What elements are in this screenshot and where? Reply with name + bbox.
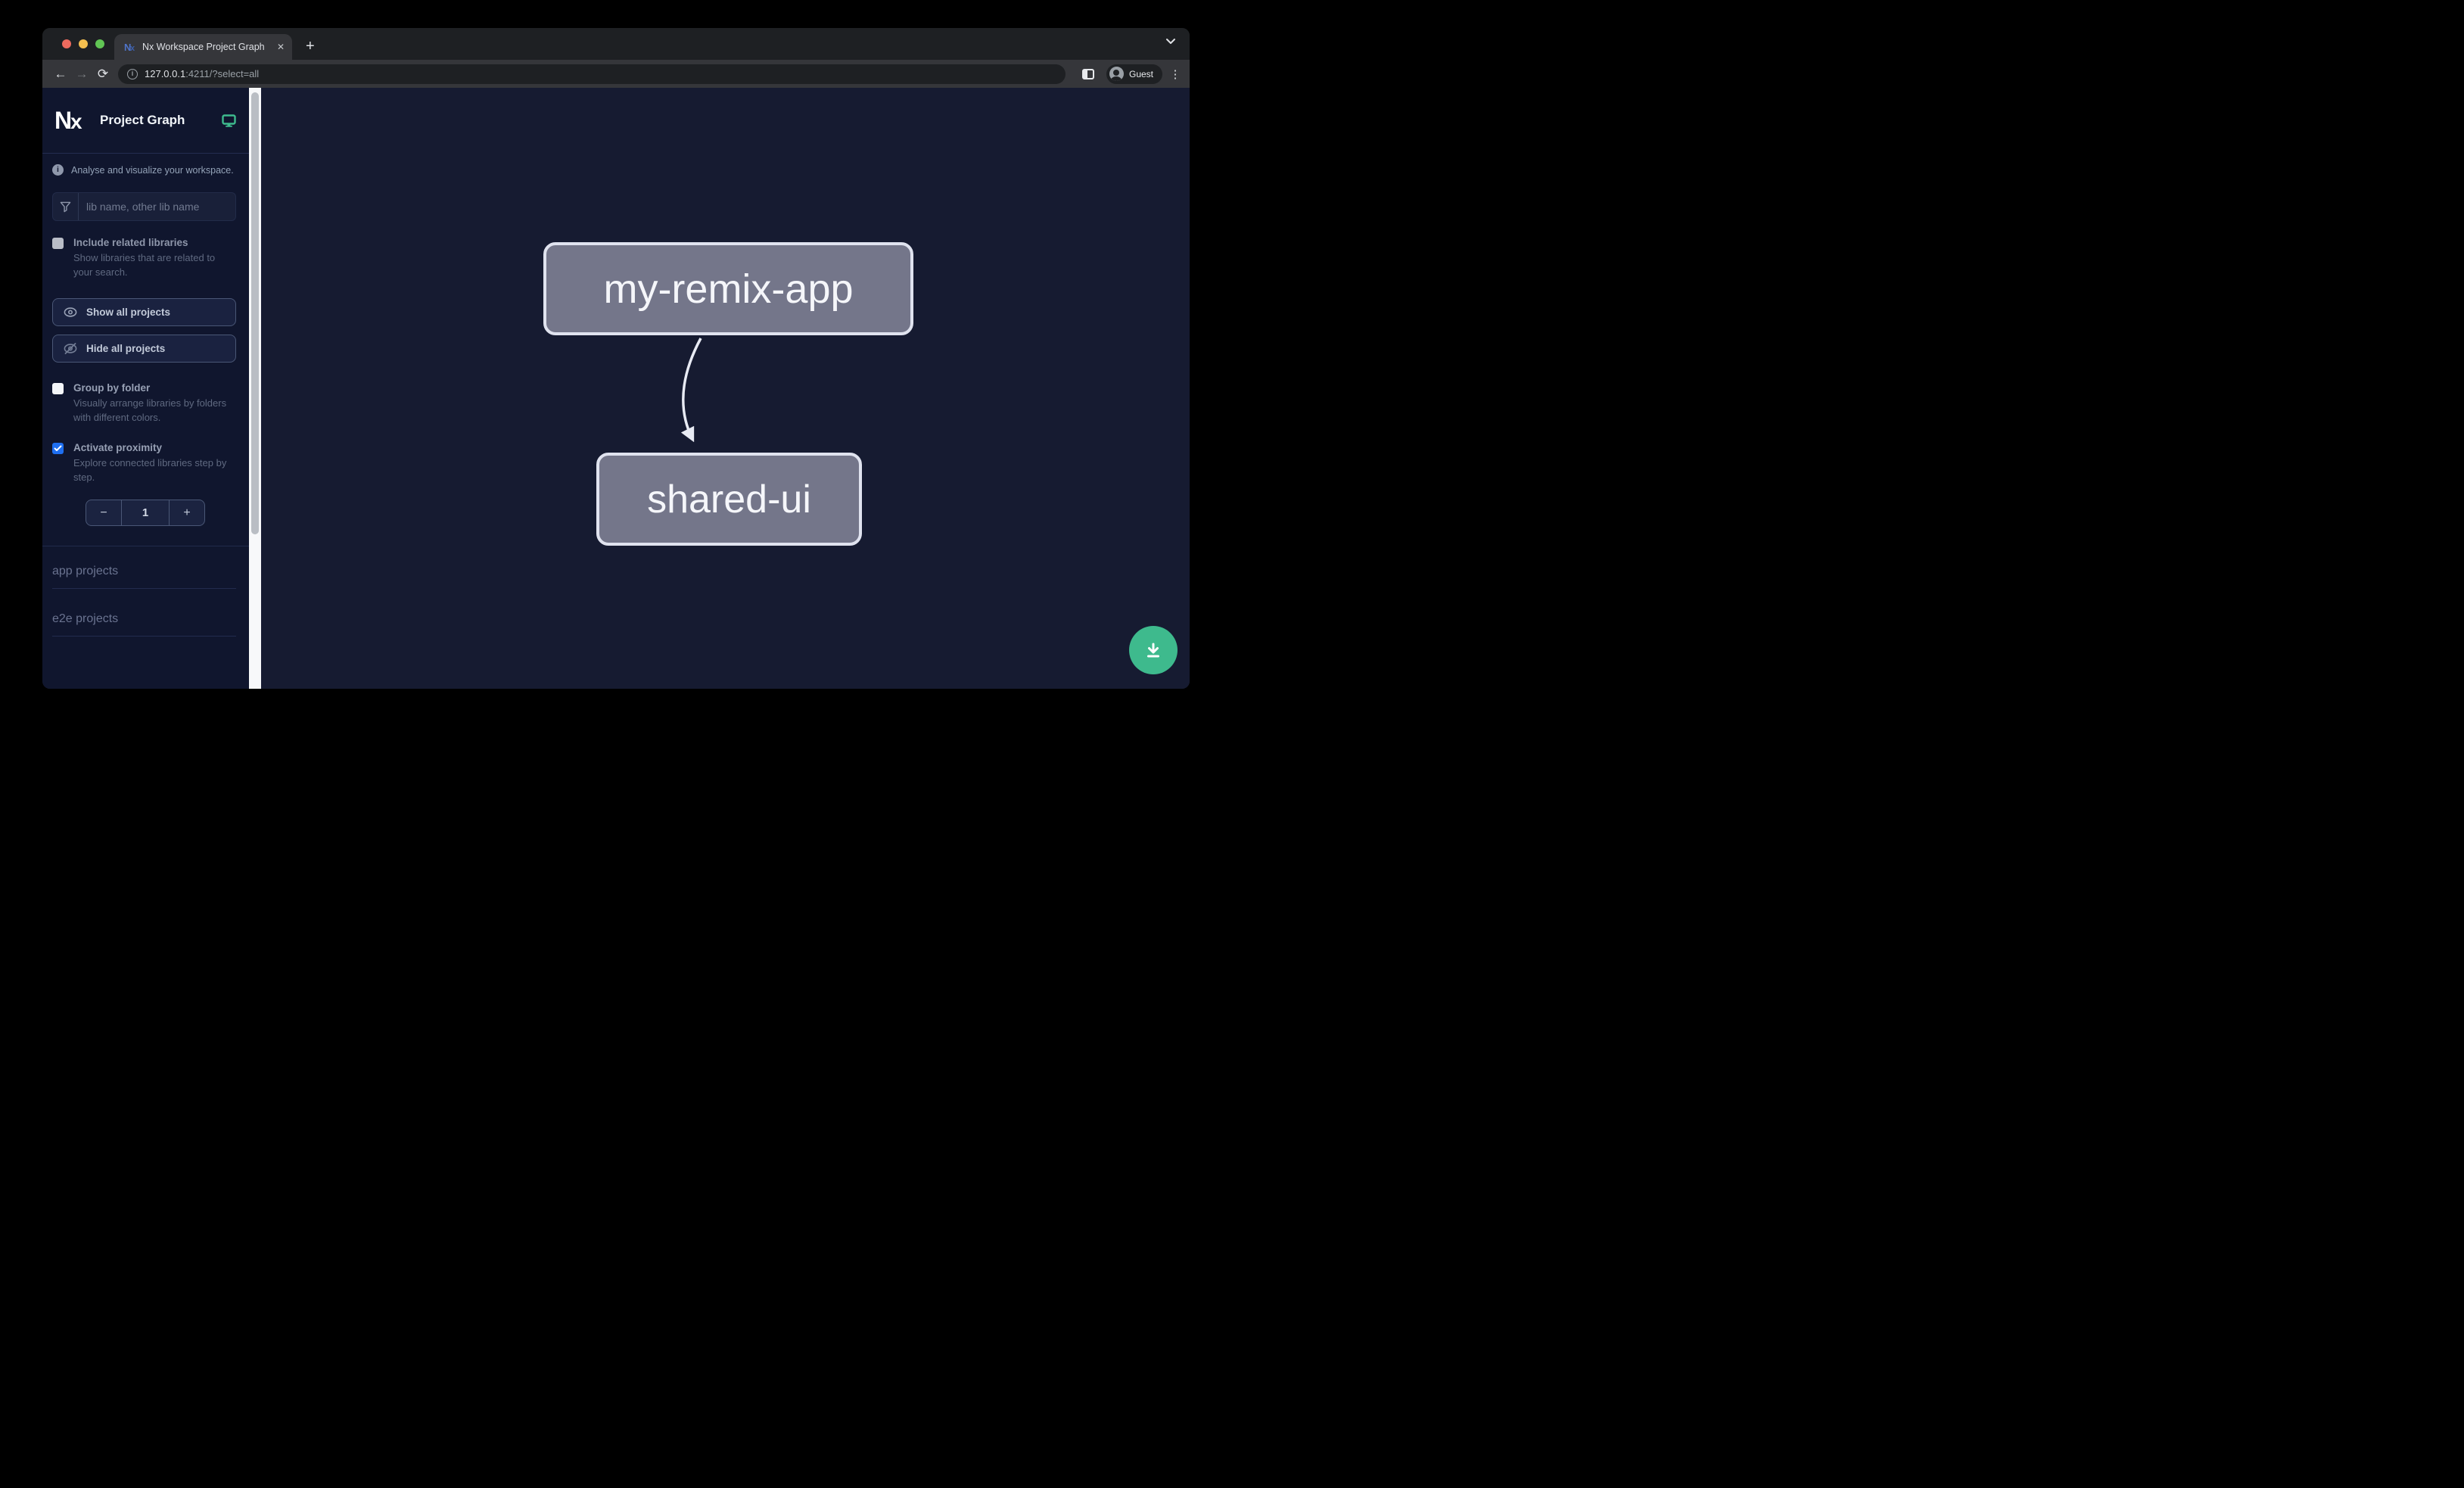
download-image-button[interactable] (1129, 626, 1178, 674)
tagline-row: i Analyse and visualize your workspace. (52, 164, 236, 176)
sidebar-header: N x Project Graph (42, 88, 249, 154)
option-description: Explore connected libraries step by step… (73, 457, 227, 484)
url-host: 127.0.0.1 (145, 68, 186, 79)
option-text: Activate proximity Explore connected lib… (73, 442, 231, 485)
stepper-value: 1 (142, 506, 149, 520)
show-all-projects-label: Show all projects (86, 306, 171, 318)
forward-button[interactable]: → (75, 66, 89, 81)
close-window-button[interactable] (62, 39, 71, 48)
option-group-by-folder[interactable]: Group by folder Visually arrange librari… (52, 382, 236, 425)
checkbox-activate-proximity[interactable] (52, 443, 64, 455)
node-label: my-remix-app (603, 266, 854, 312)
sidebar-scrollbar[interactable] (249, 88, 261, 689)
svg-text:N: N (124, 42, 131, 53)
address-bar[interactable]: i 127.0.0.1:4211/?select=all (118, 64, 1066, 84)
option-activate-proximity[interactable]: Activate proximity Explore connected lib… (52, 442, 236, 485)
option-description: Visually arrange libraries by folders wi… (73, 397, 227, 423)
info-icon: i (52, 164, 64, 176)
browser-window: N x Nx Workspace Project Graph ✕ + ← → ⟳… (42, 28, 1190, 689)
site-info-icon[interactable]: i (127, 68, 138, 79)
option-include-related[interactable]: Include related libraries Show libraries… (52, 237, 236, 280)
browser-menu-icon[interactable]: ⋮ (1169, 67, 1181, 81)
side-panel-icon[interactable] (1081, 68, 1094, 79)
tab-close-icon[interactable]: ✕ (276, 42, 285, 52)
section-e2e-projects: e2e projects (52, 612, 236, 637)
nx-favicon-icon: N x (124, 42, 135, 53)
search-input[interactable] (79, 193, 235, 220)
profile-chip[interactable]: Guest (1106, 64, 1162, 84)
url-text: 127.0.0.1:4211/?select=all (145, 68, 259, 79)
page-title: Project Graph (100, 113, 185, 127)
section-app-projects: app projects (52, 565, 236, 590)
back-button[interactable]: ← (54, 66, 67, 81)
option-label: Include related libraries (73, 237, 188, 248)
edge-my-remix-app-to-shared-ui (680, 338, 702, 443)
page-content: N x Project Graph i Analyse and visualiz… (42, 88, 1190, 689)
sidebar: N x Project Graph i Analyse and visualiz… (42, 88, 249, 689)
zoom-window-button[interactable] (95, 39, 104, 48)
download-icon (1147, 643, 1159, 658)
checkbox-group-by-folder[interactable] (52, 382, 64, 394)
scrollbar-thumb[interactable] (251, 92, 259, 534)
browser-toolbar: ← → ⟳ i 127.0.0.1:4211/?select=all Guest… (42, 60, 1190, 88)
option-label: Activate proximity (73, 442, 163, 454)
svg-text:N: N (54, 108, 72, 132)
option-label: Group by folder (73, 381, 151, 394)
tagline-text: Analyse and visualize your workspace. (71, 164, 234, 176)
stepper-decrement-button[interactable]: − (86, 500, 122, 526)
avatar-icon (1109, 67, 1124, 81)
profile-name: Guest (1128, 68, 1153, 79)
node-label: shared-ui (647, 477, 811, 521)
graph-edges (680, 338, 702, 443)
stepper-increment-button[interactable]: + (169, 500, 204, 526)
filter-icon (53, 193, 79, 220)
monitor-icon[interactable] (222, 114, 236, 127)
eye-off-icon (64, 342, 77, 354)
proximity-stepper: − 1 + (86, 500, 205, 527)
option-text: Include related libraries Show libraries… (73, 237, 231, 280)
reload-button[interactable]: ⟳ (97, 66, 109, 81)
option-text: Group by folder Visually arrange librari… (73, 382, 231, 425)
graph-canvas[interactable]: my-remix-app shared-ui (261, 88, 1190, 689)
minimize-window-button[interactable] (79, 39, 88, 48)
hide-all-projects-button[interactable]: Hide all projects (52, 334, 236, 363)
window-controls (62, 39, 104, 48)
svg-text:x: x (130, 44, 135, 53)
section-label: e2e projects (52, 612, 119, 626)
checkbox-include-related[interactable] (52, 238, 64, 249)
show-all-projects-button[interactable]: Show all projects (52, 297, 236, 326)
section-label: app projects (52, 565, 119, 578)
svg-text:x: x (70, 110, 82, 132)
browser-tab[interactable]: N x Nx Workspace Project Graph ✕ (114, 34, 292, 60)
desktop-background: N x Nx Workspace Project Graph ✕ + ← → ⟳… (0, 0, 1232, 744)
chevron-down-icon[interactable] (1165, 38, 1176, 45)
new-tab-button[interactable]: + (306, 38, 315, 54)
tab-strip: N x Nx Workspace Project Graph ✕ + (42, 28, 1190, 60)
eye-icon (64, 307, 77, 317)
search-box (52, 192, 236, 221)
option-description: Show libraries that are related to your … (73, 252, 216, 278)
checkmark-icon (54, 445, 62, 452)
graph-node-my-remix-app[interactable]: my-remix-app (543, 242, 913, 335)
graph-node-shared-ui[interactable]: shared-ui (596, 453, 862, 546)
hide-all-projects-label: Hide all projects (86, 342, 166, 354)
url-path: :4211/?select=all (185, 68, 260, 79)
nx-logo: N x (54, 108, 82, 132)
tab-title: Nx Workspace Project Graph (142, 42, 265, 52)
